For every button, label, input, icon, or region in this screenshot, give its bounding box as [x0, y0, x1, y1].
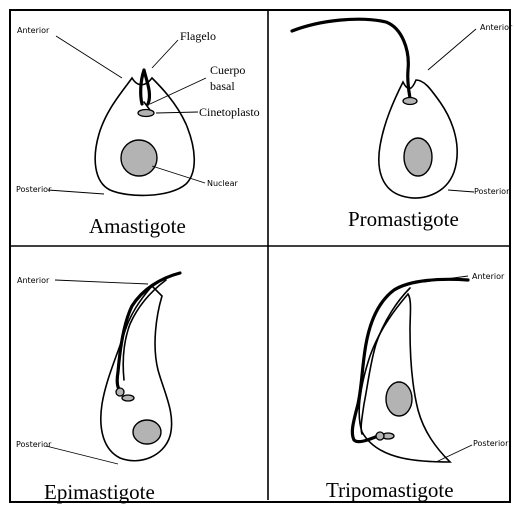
amastigote-flagellum-leader [152, 40, 178, 68]
epimastigote-nucleus [133, 420, 161, 444]
promastigote-nucleus [404, 138, 432, 176]
amastigote-kinetoplast-label: Cinetoplasto [199, 105, 260, 119]
amastigote-basal-body-label-line1: Cuerpo [210, 63, 245, 77]
epimastigote-kinetoplast [122, 395, 134, 401]
amastigote-nucleus-label: Nuclear [207, 179, 239, 188]
amastigote-cell-body [95, 78, 194, 195]
promastigote-anterior-label: Anterior [480, 23, 513, 32]
tripomastigote-posterior-label: Posterior [473, 439, 509, 448]
epimastigote-basal-body [116, 388, 124, 396]
tripomastigote-basal-body [376, 432, 384, 440]
figure-frame [10, 10, 510, 502]
amastigote-posterior-label: Posterior [16, 185, 52, 194]
amastigote-flagellum-label: Flagelo [180, 29, 216, 43]
amastigote-posterior-leader [48, 190, 104, 194]
amastigote-anterior-label: Anterior [17, 26, 50, 35]
panel-amastigote: Anterior Flagelo Cuerpo basal Cinetoplas… [16, 26, 260, 238]
epimastigote-posterior-leader [46, 446, 118, 464]
panel-promastigote: Anterior Posterior Promastigote [292, 19, 513, 231]
tripomastigote-title: Tripomastigote [326, 478, 454, 502]
tripomastigote-nucleus [386, 382, 412, 416]
epimastigote-posterior-label: Posterior [16, 440, 52, 449]
promastigote-title: Promastigote [348, 207, 459, 231]
promastigote-kinetoplast [403, 98, 417, 105]
tripomastigote-anterior-label: Anterior [472, 272, 505, 281]
amastigote-anterior-leader [56, 36, 122, 78]
promastigote-posterior-leader [448, 190, 474, 192]
amastigote-basal-body-label-line2: basal [210, 79, 235, 93]
amastigote-nucleus [121, 140, 157, 176]
promastigote-flagellum [292, 19, 410, 98]
epimastigote-anterior-leader [55, 280, 148, 284]
amastigote-kinetoplast [138, 110, 154, 117]
panel-tripomastigote: Anterior Posterior Tripomastigote [326, 272, 509, 502]
amastigote-title: Amastigote [89, 214, 186, 238]
epimastigote-anterior-label: Anterior [17, 276, 50, 285]
promastigote-posterior-label: Posterior [474, 187, 510, 196]
panel-epimastigote: Anterior Posterior Epimastigote [16, 273, 180, 504]
promastigote-anterior-leader [428, 29, 476, 70]
epimastigote-title: Epimastigote [44, 480, 155, 504]
